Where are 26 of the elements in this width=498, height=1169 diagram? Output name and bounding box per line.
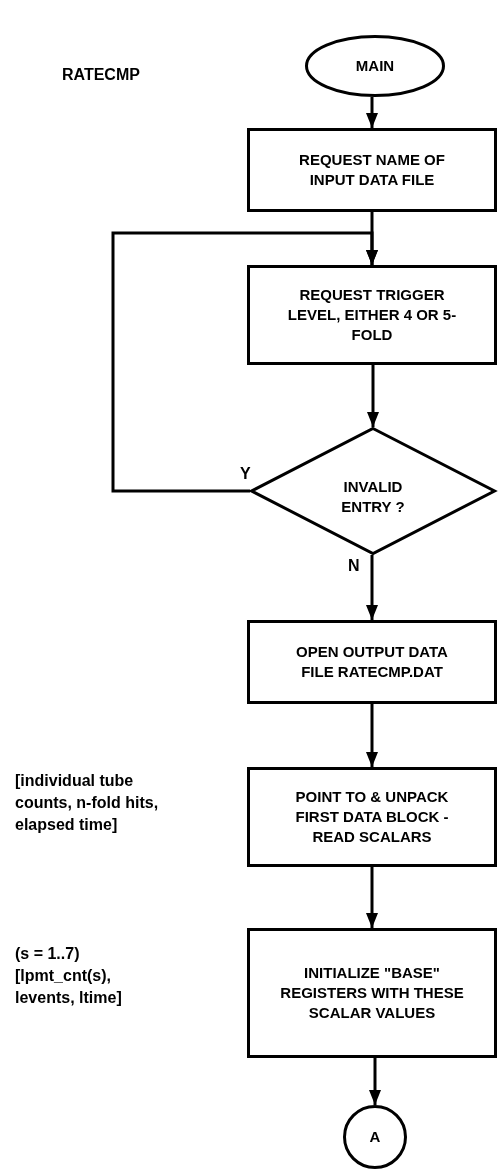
node-text: REQUEST NAME OF INPUT DATA FILE bbox=[298, 150, 446, 190]
arrow bbox=[369, 1058, 381, 1105]
process-box bbox=[247, 128, 497, 212]
arrow bbox=[366, 97, 378, 128]
process-box bbox=[247, 620, 497, 704]
arrow bbox=[111, 231, 378, 493]
annotation-note: (s = 1..7) [lpmt_cnt(s), levents, ltime] bbox=[15, 944, 123, 1008]
process-box bbox=[247, 767, 497, 867]
node-text: OPEN OUTPUT DATA FILE RATECMP.DAT bbox=[295, 642, 449, 682]
arrow bbox=[367, 365, 379, 427]
node-text: MAIN bbox=[355, 56, 395, 76]
node-text: INITIALIZE "BASE" REGISTERS WITH THESE SCALAR VALUES bbox=[279, 963, 465, 1023]
arrow bbox=[366, 704, 378, 767]
annotation-note: [individual tube counts, n-fold hits, elapsed time] bbox=[15, 771, 160, 835]
node-text: POINT TO & UNPACK FIRST DATA BLOCK - READ SCALARS bbox=[294, 787, 450, 847]
arrow bbox=[366, 867, 378, 928]
terminal-oval bbox=[305, 35, 445, 97]
connector-circle bbox=[343, 1105, 407, 1169]
node-text: INVALID ENTRY ? bbox=[340, 477, 406, 517]
process-box bbox=[247, 265, 497, 365]
process-box bbox=[247, 928, 497, 1058]
diagram-title: RATECMP bbox=[62, 65, 140, 85]
node-text: REQUEST TRIGGER LEVEL, EITHER 4 OR 5-FOLD bbox=[286, 285, 458, 345]
arrow bbox=[366, 555, 378, 620]
node-text: A bbox=[369, 1127, 381, 1147]
decision-diamond bbox=[250, 427, 496, 555]
